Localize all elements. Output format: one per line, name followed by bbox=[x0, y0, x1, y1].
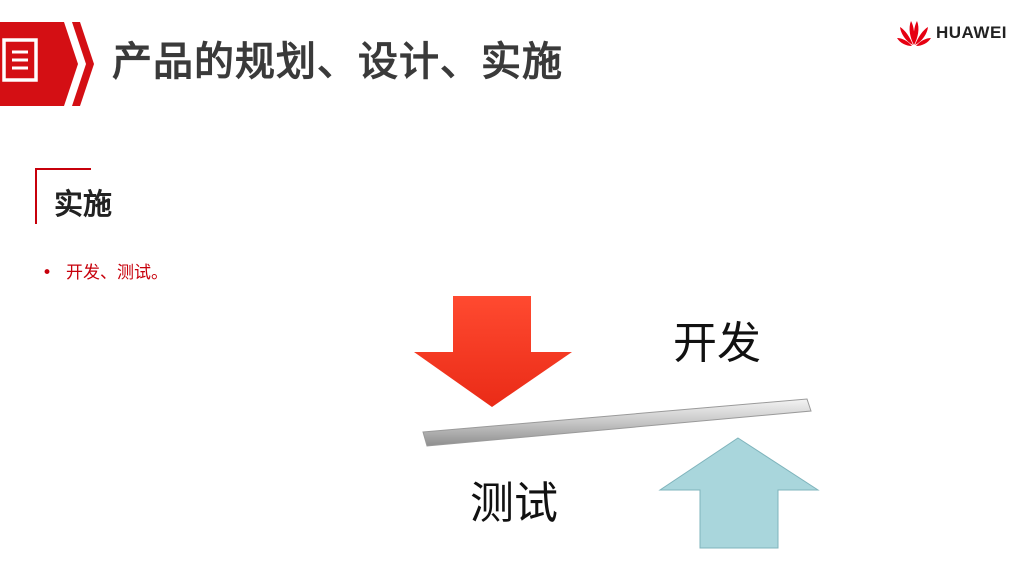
bullet-dot: • bbox=[42, 263, 53, 283]
section-title: 实施 bbox=[54, 187, 113, 221]
down-arrow bbox=[414, 296, 572, 407]
document-list-icon bbox=[2, 38, 38, 82]
header-badge bbox=[0, 22, 94, 106]
bullet-text: 开发、测试。 bbox=[66, 263, 168, 283]
huawei-petal-icon bbox=[897, 21, 931, 46]
logo-text: HUAWEI bbox=[936, 23, 1007, 42]
section-bracket bbox=[35, 168, 91, 224]
bullet-item: • 开发、测试。 bbox=[42, 260, 168, 286]
page-title: 产品的规划、设计、实施 bbox=[112, 39, 563, 85]
label-development: 开发 bbox=[673, 318, 761, 369]
up-arrow bbox=[658, 437, 820, 549]
huawei-logo: HUAWEI bbox=[896, 18, 1007, 48]
label-testing: 测试 bbox=[470, 478, 558, 529]
beam bbox=[422, 398, 812, 447]
